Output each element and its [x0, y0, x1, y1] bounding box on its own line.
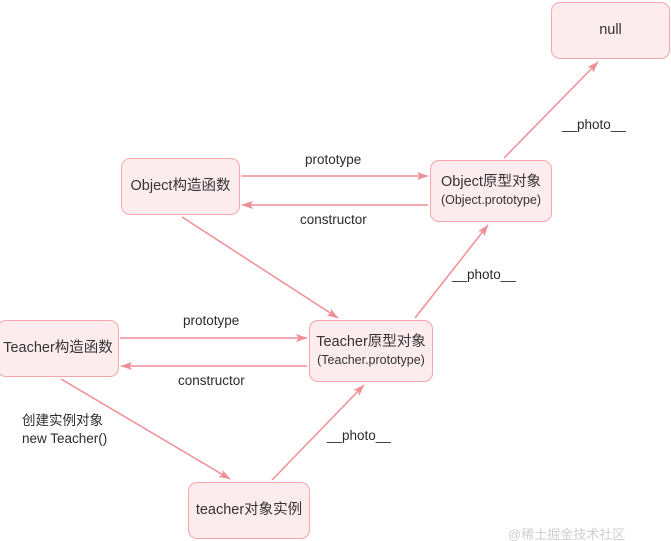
edge-object-prototype-to-null: [503, 61, 599, 159]
edge-object-constructor-label: constructor: [300, 212, 367, 227]
edge-instance-to-teacher-prototype: [271, 384, 365, 481]
edge-instance-to-teacher-prototype-label: __photo__: [327, 428, 391, 443]
watermark: @稀土掘金技术社区: [508, 527, 626, 541]
edge-object-prototype-label: prototype: [305, 152, 362, 167]
edge-teacher-constructor-to-instance-label: 创建实例对象 new Teacher(): [22, 412, 107, 448]
node-object-prototype[interactable]: Object原型对象 (Object.prototype): [430, 160, 552, 222]
label-line-2: new Teacher(): [22, 431, 108, 447]
node-null[interactable]: null: [551, 2, 670, 59]
node-title: Teacher原型对象: [316, 334, 426, 351]
node-title: teacher对象实例: [195, 501, 303, 518]
node-subtitle: (Object.prototype): [440, 193, 542, 208]
edge-teacher-prototype-to-object-prototype-label: __photo__: [452, 267, 516, 282]
node-teacher-prototype[interactable]: Teacher原型对象 (Teacher.prototype): [309, 320, 433, 382]
edge-object-prototype-to-null-label: __photo__: [562, 117, 626, 132]
edge-teacher-prototype-to-object-prototype: [414, 224, 489, 319]
node-subtitle: (Teacher.prototype): [317, 353, 425, 368]
label-line-1: 创建实例对象: [22, 413, 103, 428]
node-title: Object原型对象: [441, 174, 541, 191]
node-title: Teacher构造函数: [3, 339, 113, 356]
edge-teacher-constructor-label: constructor: [178, 373, 245, 388]
node-teacher-constructor[interactable]: Teacher构造函数: [0, 320, 119, 377]
edge-teacher-prototype-label: prototype: [183, 313, 240, 328]
node-title: null: [599, 21, 622, 38]
node-title: Object构造函数: [130, 177, 231, 194]
edge-teacher-constructor-to-instance: [60, 378, 231, 480]
node-object-constructor[interactable]: Object构造函数: [121, 158, 240, 215]
edge-object-constructor-to-teacher-prototype: [181, 216, 339, 319]
node-teacher-instance[interactable]: teacher对象实例: [188, 482, 310, 539]
